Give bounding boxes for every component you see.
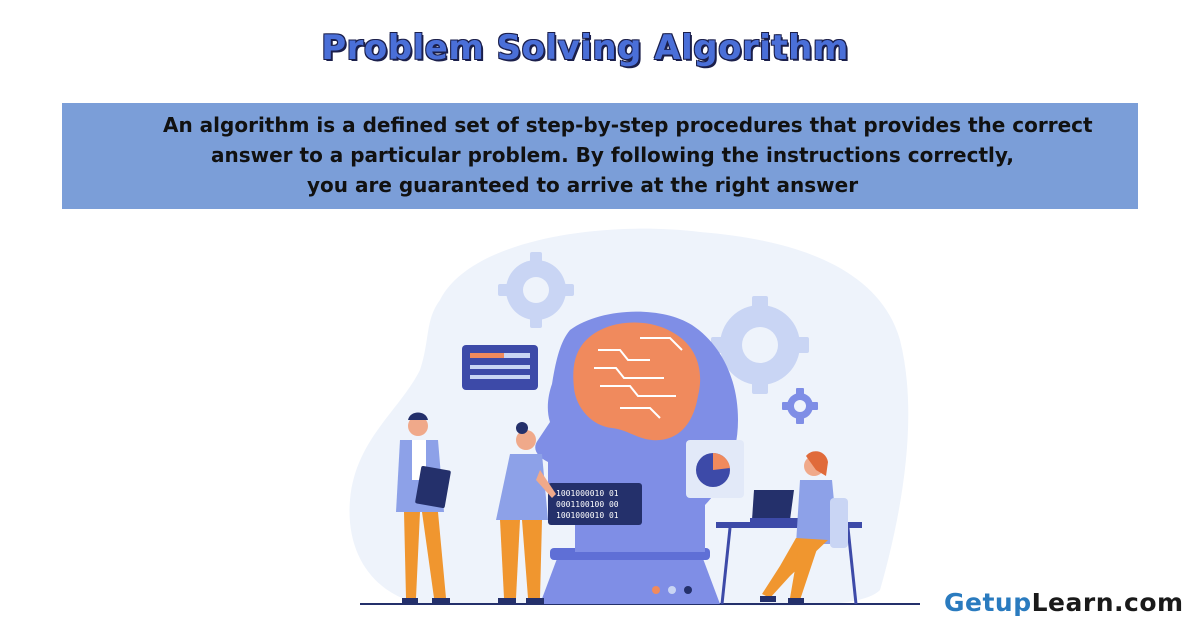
pie-chart-icon [686, 440, 744, 498]
gear-icon [782, 388, 818, 424]
gear-icon [498, 252, 574, 328]
person-with-clipboard [396, 412, 451, 604]
description-line-1: An algorithm is a defined set of step-by… [163, 113, 1093, 137]
desk [716, 522, 862, 605]
pedestal-dot [684, 586, 692, 594]
clipboard-icon [415, 466, 451, 508]
algorithm-illustration: 1001000010 01 0001100100 00 1001000010 0… [349, 228, 920, 606]
circuit-lines [594, 337, 683, 419]
binary-row-3: 1001000010 01 [556, 511, 619, 520]
description-line-2: answer to a particular problem. By follo… [211, 143, 1014, 167]
page-title: Problem Solving Algorithm [321, 28, 849, 68]
binary-row-2: 0001100100 00 [556, 500, 619, 509]
progress-card [462, 345, 538, 390]
binary-row-1: 1001000010 01 [556, 489, 619, 498]
person-at-laptop [760, 451, 848, 604]
pedestal-dot [652, 586, 660, 594]
pedestal-dot [668, 586, 676, 594]
gear-icon [711, 296, 809, 394]
brand-part-1: Getup [944, 588, 1032, 617]
brand-part-2: Learn.com [1031, 588, 1184, 617]
description-line-3: you are guaranteed to arrive at the righ… [307, 173, 859, 197]
binary-panel: 1001000010 01 0001100100 00 1001000010 0… [548, 483, 642, 525]
brain [573, 322, 701, 441]
person-pointing [496, 422, 556, 604]
laptop-icon [750, 490, 800, 522]
description-banner: An algorithm is a defined set of step-by… [62, 103, 1138, 209]
pedestal [540, 556, 720, 604]
brand-logo: GetupLearn.com [944, 588, 1184, 617]
